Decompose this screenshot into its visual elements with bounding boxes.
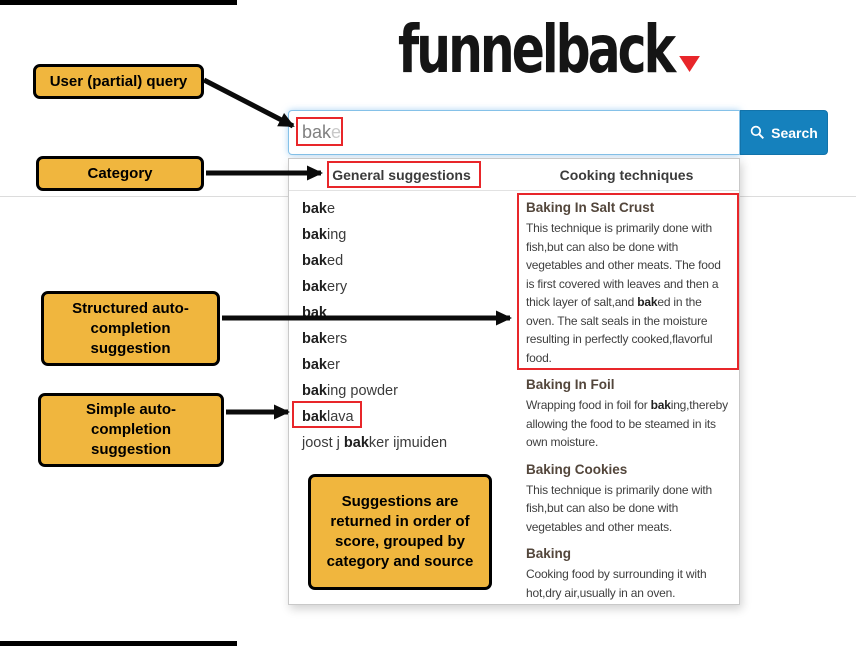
suggestion-item[interactable]: bak [302,305,327,321]
search-button-label: Search [771,124,818,141]
suggestion-item[interactable]: joost j bakker ijmuiden [302,435,448,451]
structured-suggestion[interactable]: Baking In Salt Crust This technique is p… [526,199,729,367]
structured-suggestion-title: Baking In Salt Crust [526,200,655,215]
suggestion-item[interactable]: baklava [302,409,354,425]
structured-suggestion-title: Baking Cookies [526,461,628,477]
suggestion-item[interactable]: bakery [302,279,348,295]
simple-suggestion-list: bake baking baked bakery bak bakers bake… [289,191,514,604]
structured-suggestion-description: Wrapping food in foil for baking,thereby… [526,398,728,449]
suggestion-item[interactable]: baking powder [302,383,398,399]
search-query-text: bak [302,122,332,142]
structured-suggestion-title: Baking [526,546,572,561]
suggestion-item[interactable]: baker [302,357,340,373]
search-ghost-hint: e [331,122,342,142]
suggestion-item[interactable]: baking [302,227,347,243]
callout-structured-suggestion: Structured auto-completion suggestion [41,291,220,366]
callout-suggestion-order-note: Suggestions are returned in order of sco… [308,474,492,590]
search-button[interactable]: Search [740,110,828,155]
dropdown-header: General suggestions Cooking techniques [289,159,739,191]
search-icon [750,125,765,139]
structured-suggestion-description: Cooking food by surrounding it with hot,… [526,567,707,600]
structured-suggestion-title: Baking In Foil [526,377,615,392]
logo-text: funnelback [398,11,676,88]
structured-suggestion[interactable]: Baking In Foil Wrapping food in foil for… [526,376,729,452]
category-header-general-suggestions: General suggestions [332,166,471,183]
category-header-cooking-techniques: Cooking techniques [559,166,694,183]
logo-triangle-icon [679,55,700,72]
dropdown-body: bake baking baked bakery bak bakers bake… [289,191,739,604]
structured-suggestion-list: Baking In Salt Crust This technique is p… [514,191,739,604]
callout-category: Category [36,156,204,191]
structured-suggestion-description: This technique is primarily done with fi… [526,482,713,534]
structured-suggestion-description: This technique is primarily done with fi… [526,221,721,365]
arrow-user-query [202,77,295,129]
frame-edge-top [0,0,237,5]
suggestion-item[interactable]: bakers [302,331,348,347]
suggestion-item[interactable]: bake [302,201,336,217]
frame-edge-bottom [0,641,237,646]
callout-simple-suggestion: Simple auto-completion suggestion [38,393,224,467]
structured-suggestion[interactable]: Baking Cooking food by surrounding it wi… [526,545,729,602]
suggestion-item[interactable]: baked [302,253,344,269]
structured-suggestion[interactable]: Baking Cookies This technique is primari… [526,461,729,537]
funnelback-logo: funnelback [398,12,700,88]
callout-user-partial-query: User (partial) query [33,64,204,99]
